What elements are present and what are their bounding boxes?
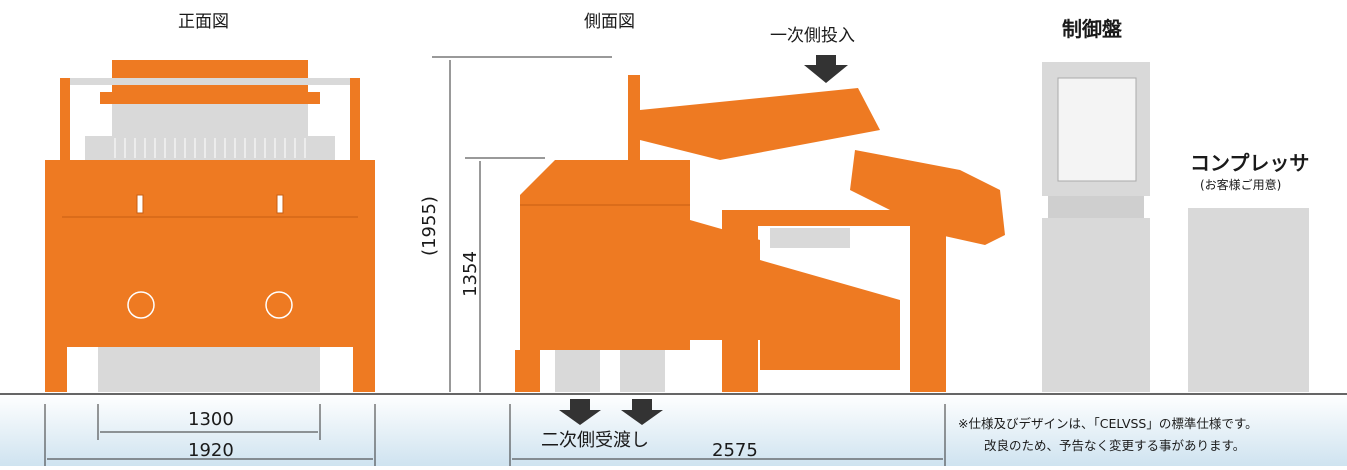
side-view-machine (515, 75, 1005, 392)
front-inner-width-dim: 1300 (188, 409, 234, 430)
body-height-dim: 1354 (460, 251, 481, 297)
front-view-title: 正面図 (178, 12, 229, 32)
control-panel-machine (1042, 62, 1150, 392)
floor-area (0, 394, 1347, 466)
front-view-machine (45, 60, 375, 392)
front-dimension-lines (44, 404, 376, 466)
secondary-output-arrow-1 (559, 399, 601, 425)
side-dimension-lines (432, 56, 946, 466)
primary-input-arrow (804, 55, 848, 83)
compressor-title: コンプレッサ (1190, 151, 1310, 175)
spec-note-line1: ※仕様及びデザインは、「CELVSS」の標準仕様です。 (958, 416, 1258, 431)
side-view-title: 側面図 (584, 12, 635, 32)
control-panel-title: 制御盤 (1062, 17, 1122, 41)
total-height-dim: (1955) (419, 196, 440, 256)
front-total-width-dim: 1920 (188, 440, 234, 461)
compressor-unit (1188, 208, 1309, 392)
secondary-output-label: 二次側受渡し (541, 430, 649, 451)
spec-note-line2: 改良のため、予告なく変更する事があります。 (984, 438, 1246, 453)
primary-input-label: 一次側投入 (770, 26, 855, 46)
compressor-note: (お客様ご用意) (1200, 178, 1282, 192)
secondary-output-arrow-2 (621, 399, 663, 425)
side-length-dim: 2575 (712, 440, 758, 461)
